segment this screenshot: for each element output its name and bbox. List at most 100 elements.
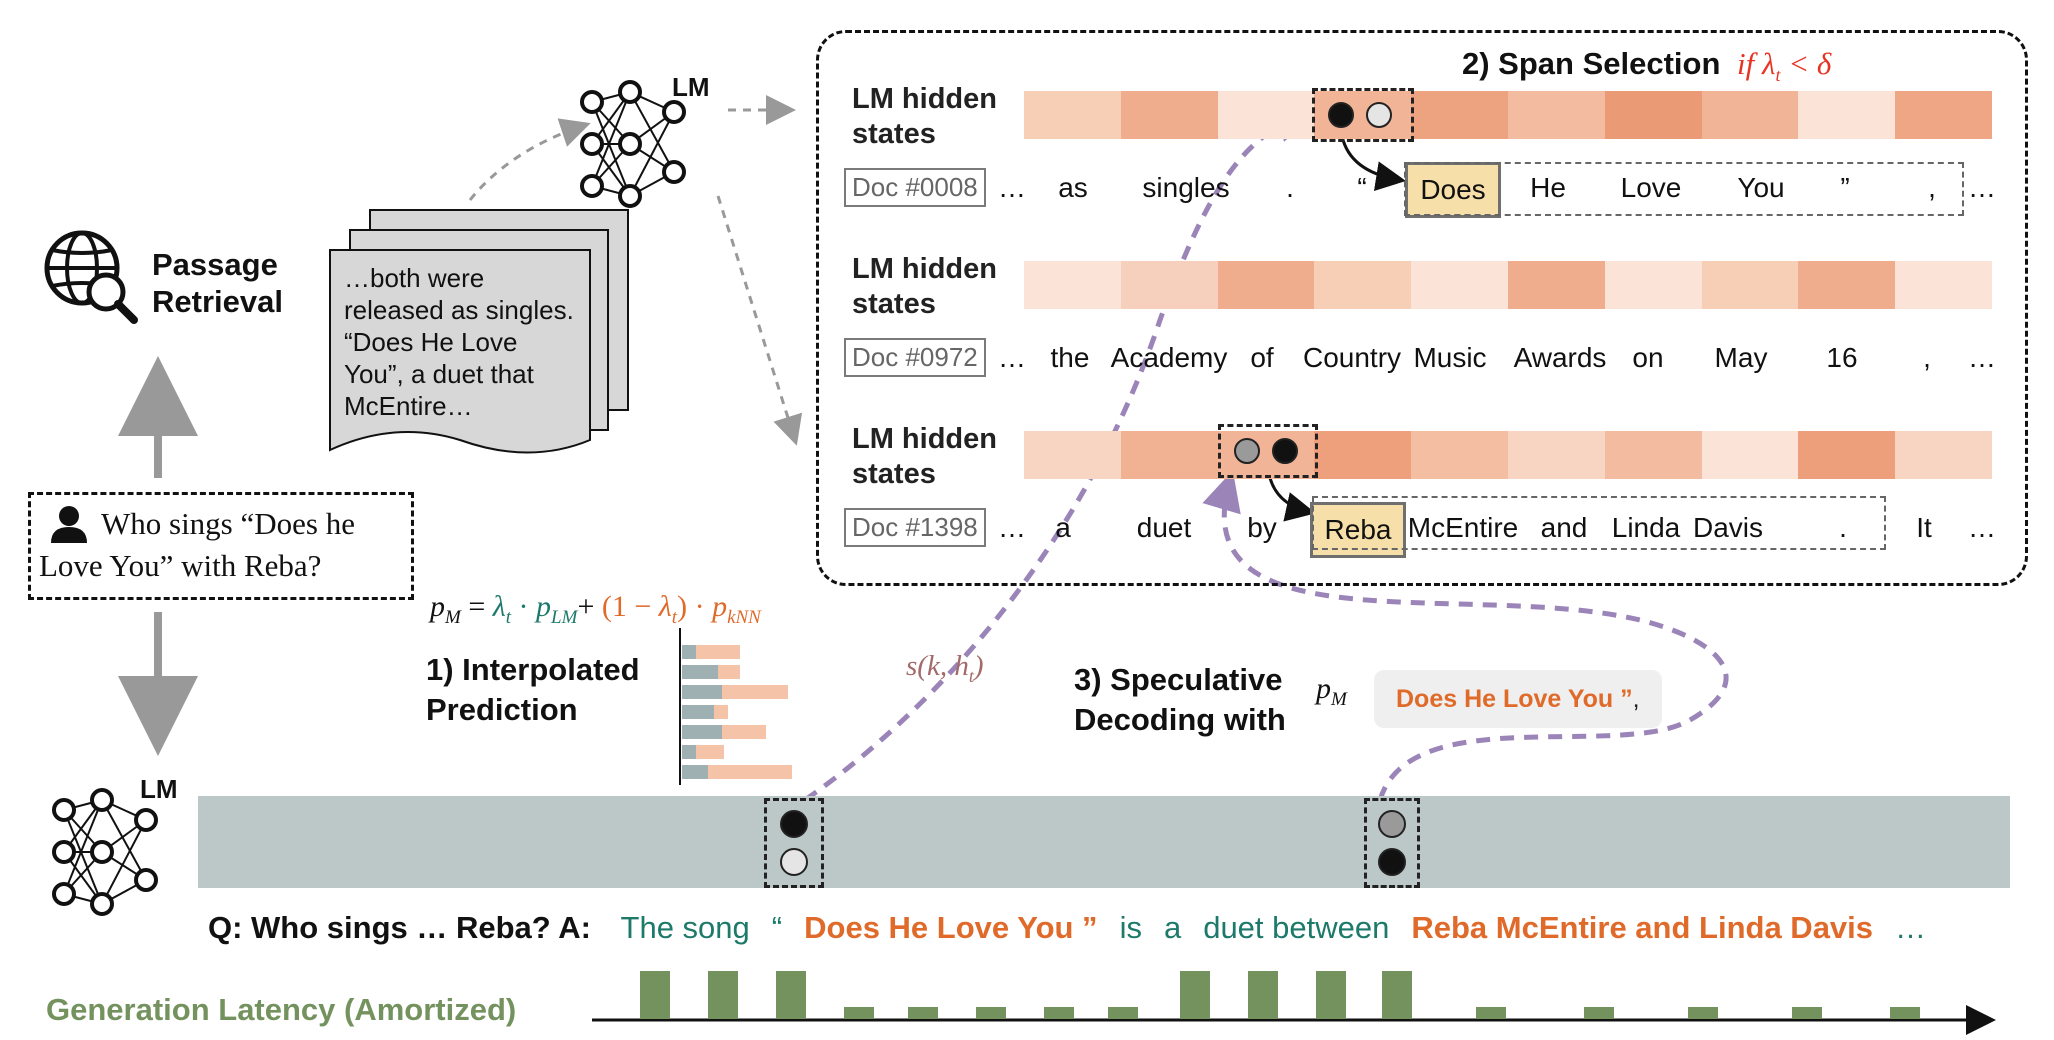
latency-bar: [1316, 971, 1346, 1019]
lm-top-label: LM: [672, 72, 710, 102]
datastore-panel: [816, 30, 2028, 586]
latency-bar: [1044, 1007, 1074, 1019]
context-token: Linda: [1611, 512, 1681, 543]
latency-bar: [708, 971, 738, 1019]
latency-bar: [776, 971, 806, 1019]
step2-label: 2) Span Selection if λt < δ: [1462, 46, 1832, 86]
question-prefix: Q: Who sings … Reba? A:: [208, 910, 591, 945]
latency-label: Generation Latency (Amortized): [46, 992, 517, 1027]
context-token: McEntire: [1407, 512, 1519, 543]
hidden-state-cell: [1507, 261, 1605, 309]
hidden-state-cell: [1604, 431, 1702, 479]
answer-token: “: [771, 910, 783, 945]
answer-token: a: [1163, 910, 1182, 945]
score-label: s(k, ht): [906, 650, 984, 686]
hidden-state-cell: [1604, 261, 1702, 309]
doc-id-badge: Doc #0972: [844, 338, 986, 377]
hidden-state-cell: [1507, 431, 1605, 479]
passage-line: You”, a duet that: [344, 359, 534, 389]
user-icon: [51, 505, 87, 543]
context-token: singles: [1142, 172, 1230, 203]
query-box: Who sings “Does he Love You” with Reba?: [28, 492, 414, 600]
context-token: and: [1540, 512, 1588, 543]
context-token: .: [1839, 512, 1847, 543]
latency-bar: [1584, 1007, 1614, 1019]
context-token: duet: [1136, 512, 1192, 543]
doc-id-badge: Doc #1398: [844, 508, 986, 547]
context-token: ,: [1923, 342, 1931, 373]
lm-generation-band: [198, 796, 2010, 888]
passage-retrieval-label: Passage Retrieval: [152, 247, 283, 320]
interpolation-formula: pM = λt · pLM+ (1 − λt) · pkNN: [430, 590, 761, 628]
latency-bar: [1476, 1007, 1506, 1019]
lm-bottom-label: LM: [140, 774, 178, 804]
latency-bar: [640, 971, 670, 1019]
latency-bar: [844, 1007, 874, 1019]
purple-curve-retrieval: [803, 103, 1318, 803]
context-token: …: [998, 342, 1026, 373]
hidden-state-cell: [1895, 91, 1992, 139]
answer-token: …: [1895, 910, 1927, 945]
answer-line: Q: Who sings … Reba? A: The song“Does He…: [208, 910, 1937, 946]
context-token: “: [1357, 172, 1367, 203]
answer-token: Reba McEntire and Linda Davis: [1411, 910, 1874, 945]
hidden-state-cell: [1798, 431, 1896, 479]
interpolated-prediction-bars: [679, 628, 792, 785]
context-token: on: [1632, 342, 1664, 373]
query-text-line1: Who sings “Does he: [101, 506, 355, 541]
context-token: Love: [1620, 172, 1682, 203]
context-token: Country: [1302, 342, 1402, 373]
hidden-state-cell: [1120, 261, 1218, 309]
context-token: the: [1050, 342, 1090, 373]
document-stack-icon: [329, 209, 629, 454]
hidden-state-selection: [1312, 88, 1414, 142]
context-token: Davis: [1692, 512, 1764, 543]
context-token: …: [1968, 512, 1996, 543]
hidden-state-cell: [1217, 261, 1315, 309]
hidden-state-cell: [1024, 431, 1121, 479]
latency-bar: [1688, 1007, 1718, 1019]
context-token: You: [1737, 172, 1785, 203]
state-dot: [1378, 848, 1406, 876]
hidden-state-strip: [1024, 91, 1992, 139]
latency-bar: [976, 1007, 1006, 1019]
hidden-state-selection: [1218, 424, 1318, 478]
context-token: ”: [1840, 172, 1850, 203]
dashed-arrow-doc-to-lm: [468, 118, 591, 201]
hidden-state-cell: [1120, 91, 1218, 139]
hidden-state-cell: [1411, 91, 1508, 139]
state-dot: [1272, 438, 1298, 464]
hidden-state-cell: [1507, 91, 1605, 139]
context-token: …: [1968, 172, 1996, 203]
passage-line: …both were: [344, 263, 485, 293]
hidden-state-cell: [1895, 261, 1992, 309]
state-dot: [1234, 438, 1260, 464]
span-arrow-row3: [1268, 477, 1316, 522]
purple-curve-speculative: [1202, 470, 1729, 801]
neural-network-icon: [580, 80, 686, 208]
context-token: by: [1247, 512, 1277, 543]
context-token: of: [1250, 342, 1274, 373]
answer-token: is: [1119, 910, 1142, 945]
latency-bar: [1108, 1007, 1138, 1019]
dashed-arrow-lm-to-row3: [716, 195, 803, 446]
state-dot: [1378, 810, 1406, 838]
answer-token: duet between: [1203, 910, 1390, 945]
context-token: ,: [1928, 172, 1936, 203]
context-token: …: [998, 512, 1026, 543]
context-token: as: [1058, 172, 1088, 203]
hidden-state-cell: [1217, 91, 1315, 139]
state-dot: [780, 810, 808, 838]
hidden-state-cell: [1701, 261, 1799, 309]
hidden-state-cell: [1411, 261, 1508, 309]
context-token: May: [1714, 342, 1768, 373]
hidden-state-cell: [1120, 431, 1218, 479]
span-arrow-row1: [1340, 135, 1406, 192]
context-token: He: [1530, 172, 1566, 203]
token-state-selection: [1364, 798, 1420, 888]
